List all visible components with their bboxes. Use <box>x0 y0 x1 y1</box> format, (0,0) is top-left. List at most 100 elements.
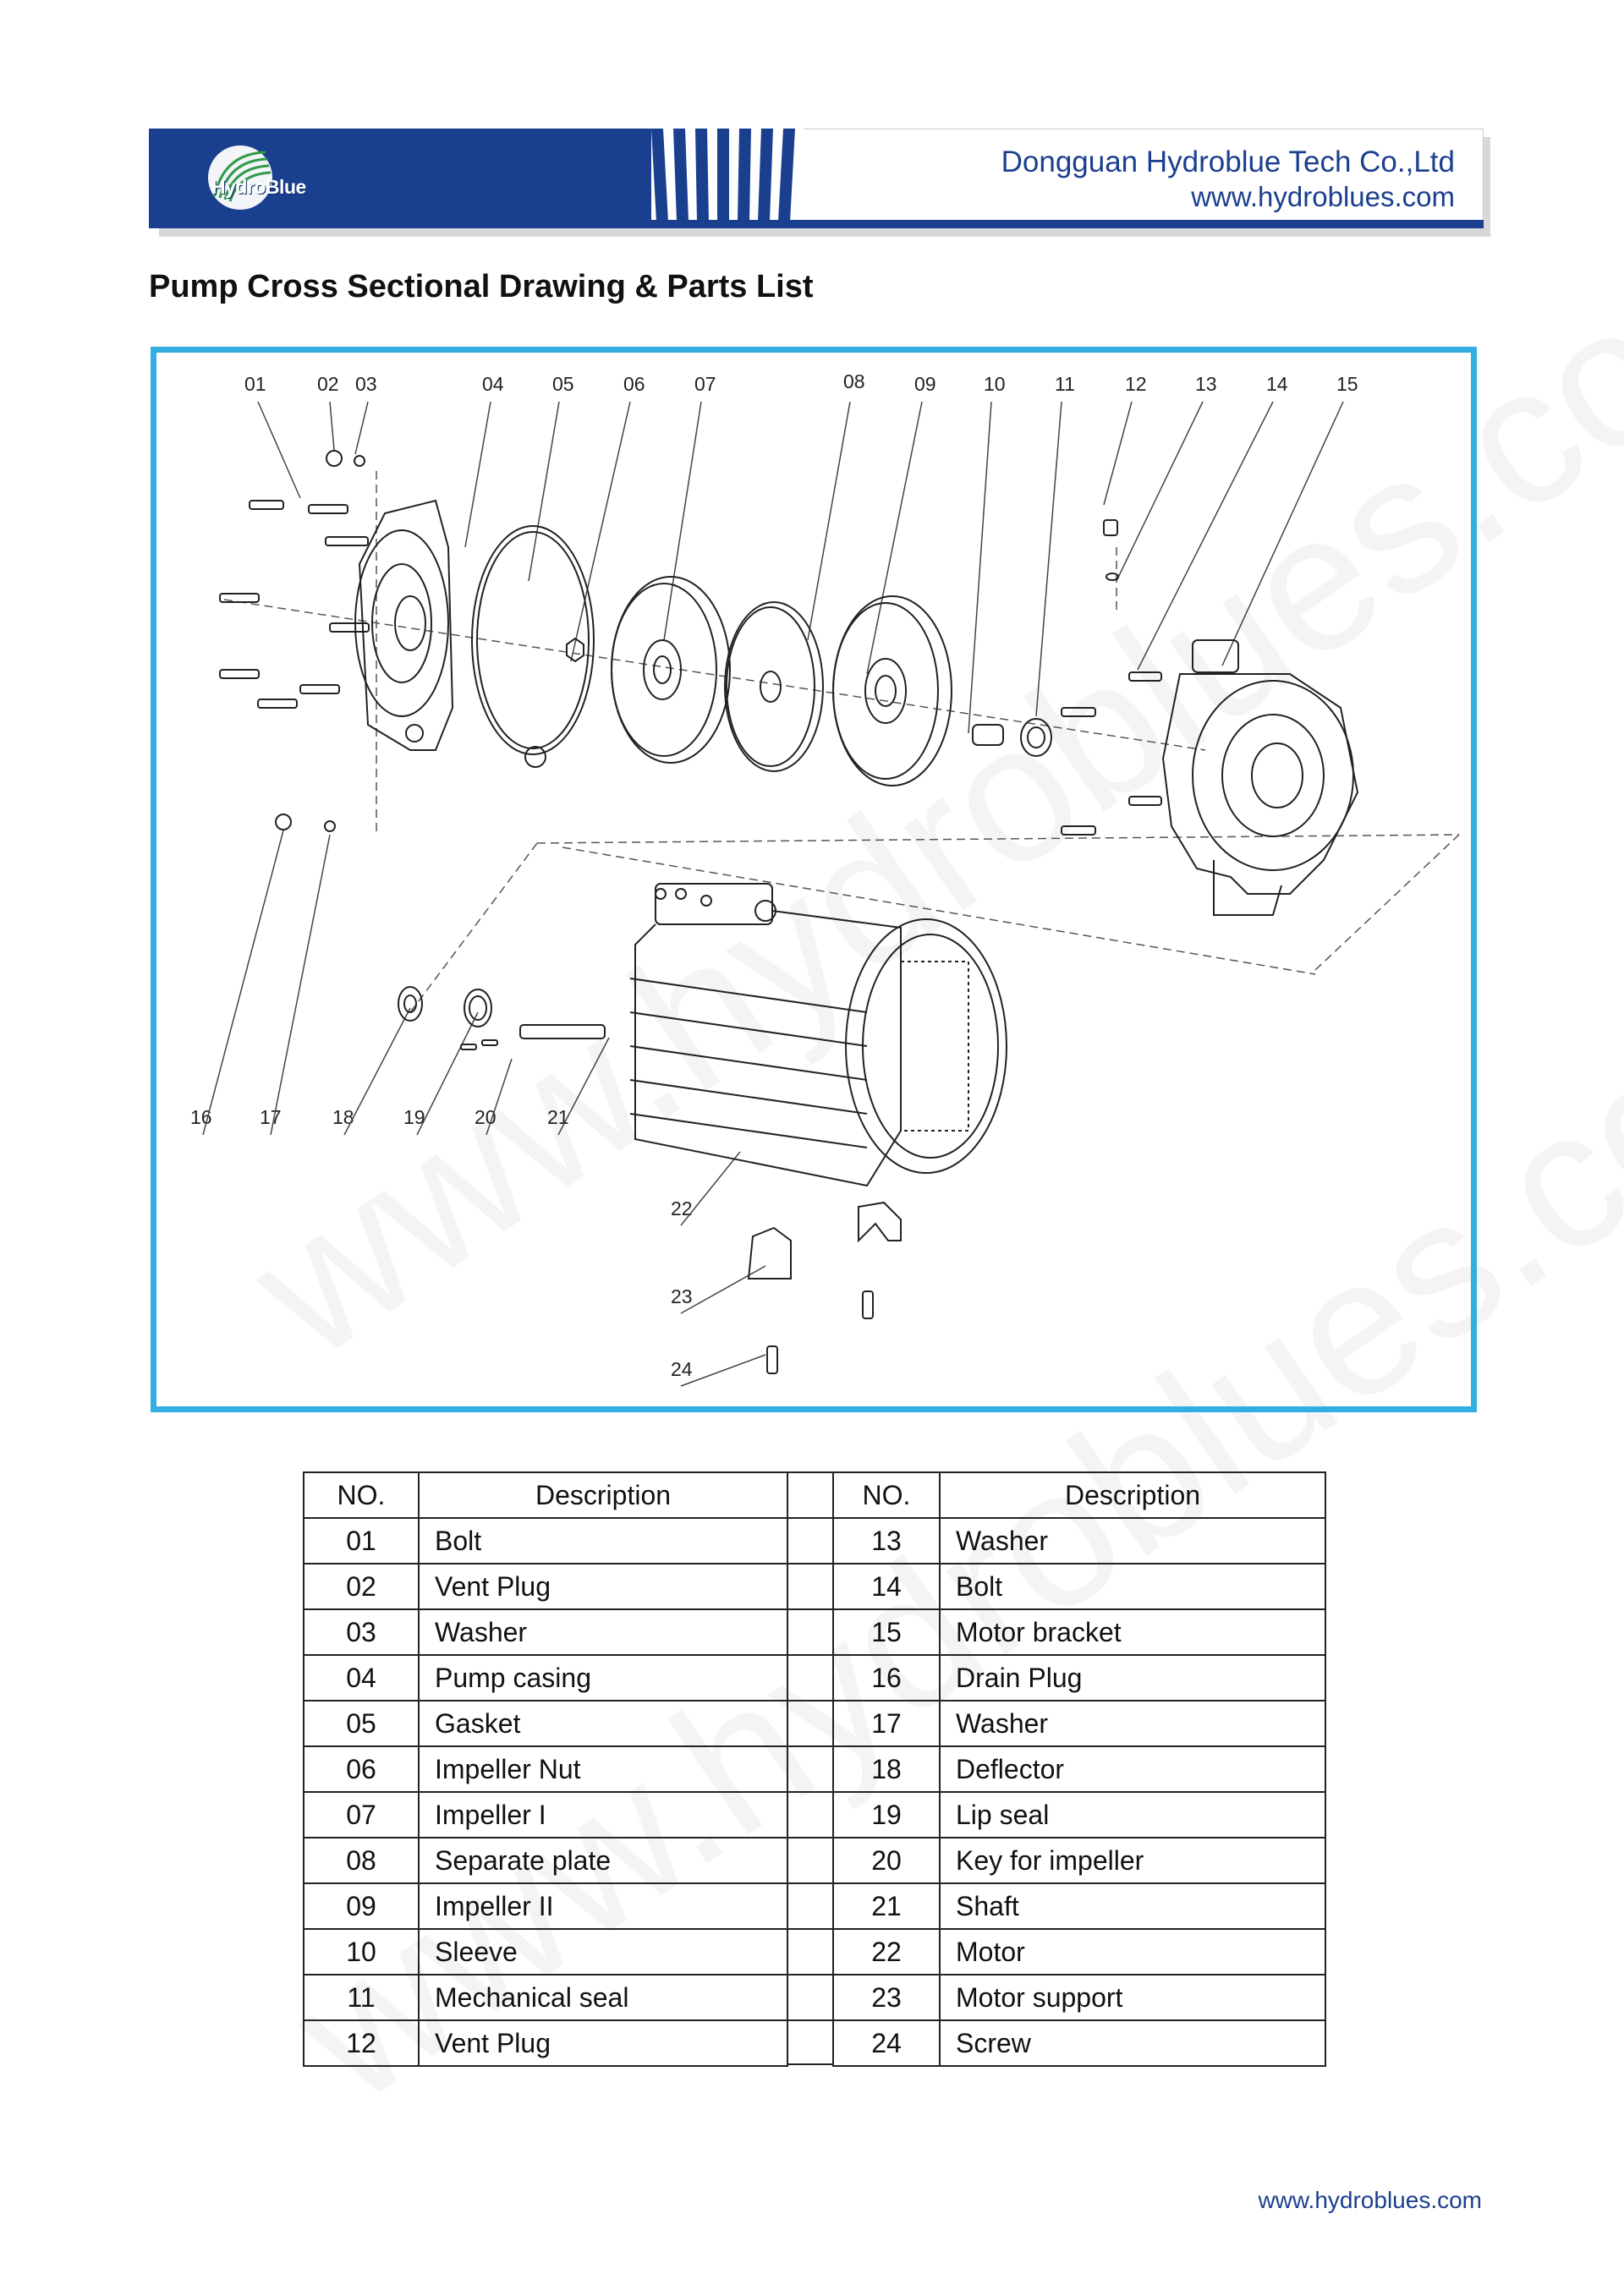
part-number-cell: 22 <box>832 1928 941 1975</box>
part-number-cell: 21 <box>832 1882 941 1930</box>
part-number-cell: 13 <box>832 1517 941 1564</box>
table-divider <box>788 1471 832 2065</box>
callout-label: 03 <box>355 373 377 395</box>
callout-label: 24 <box>671 1358 693 1380</box>
part-number-cell: 14 <box>832 1563 941 1610</box>
part-number-cell: 08 <box>303 1837 420 1884</box>
part-description-cell: Vent Plug <box>418 2019 788 2067</box>
part-number-cell: 04 <box>303 1654 420 1701</box>
column-header-no: NO. <box>832 1471 941 1519</box>
column-header-no: NO. <box>303 1471 420 1519</box>
callout-label: 04 <box>482 373 504 395</box>
part-description-cell: Shaft <box>939 1882 1326 1930</box>
part-description-cell: Impeller II <box>418 1882 788 1930</box>
callout-label: 09 <box>914 373 936 395</box>
part-description-cell: Sleeve <box>418 1928 788 1975</box>
column-header-description: Description <box>939 1471 1326 1519</box>
part-number-cell: 19 <box>832 1791 941 1838</box>
part-description-cell: Key for impeller <box>939 1837 1326 1884</box>
part-description-cell: Pump casing <box>418 1654 788 1701</box>
logo-text: HydroBlue <box>211 176 306 198</box>
part-number-cell: 03 <box>303 1608 420 1656</box>
header-banner: HydroBlue Dongguan Hydroblue Tech Co.,Lt… <box>149 129 1490 237</box>
callout-label: 11 <box>1055 373 1075 395</box>
part-description-cell: Gasket <box>418 1700 788 1747</box>
company-name: Dongguan Hydroblue Tech Co.,Ltd <box>1001 145 1455 178</box>
part-number-cell: 12 <box>303 2019 420 2067</box>
callout-label: 02 <box>317 373 339 395</box>
callout-label: 16 <box>190 1106 212 1128</box>
part-description-cell: Washer <box>939 1517 1326 1564</box>
part-description-cell: Motor bracket <box>939 1608 1326 1656</box>
table-header-row: NO. Description <box>832 1471 1326 1519</box>
callout-label: 01 <box>244 373 266 395</box>
part-description-cell: Deflector <box>939 1745 1326 1793</box>
callout-label: 17 <box>260 1106 282 1128</box>
callout-label: 23 <box>671 1285 693 1307</box>
callout-label: 22 <box>671 1197 693 1219</box>
part-number-cell: 05 <box>303 1700 420 1747</box>
callout-label: 13 <box>1195 373 1217 395</box>
part-number-cell: 17 <box>832 1700 941 1747</box>
part-number-cell: 15 <box>832 1608 941 1656</box>
part-description-cell: Lip seal <box>939 1791 1326 1838</box>
part-description-cell: Impeller Nut <box>418 1745 788 1793</box>
part-description-cell: Mechanical seal <box>418 1974 788 2021</box>
part-description-cell: Bolt <box>418 1517 788 1564</box>
part-description-cell: Washer <box>418 1608 788 1656</box>
stripes-decoration <box>651 129 804 222</box>
part-description-cell: Motor <box>939 1928 1326 1975</box>
callout-label: 18 <box>332 1106 354 1128</box>
part-number-cell: 10 <box>303 1928 420 1975</box>
footer-website-link[interactable]: www.hydroblues.com <box>1258 2187 1482 2213</box>
part-number-cell: 11 <box>303 1974 420 2021</box>
part-description-cell: Separate plate <box>418 1837 788 1884</box>
part-number-cell: 02 <box>303 1563 420 1610</box>
callout-label: 12 <box>1125 373 1147 395</box>
part-number-cell: 06 <box>303 1745 420 1793</box>
callout-label: 07 <box>694 373 716 395</box>
part-description-cell: Impeller I <box>418 1791 788 1838</box>
callout-label: 21 <box>547 1106 569 1128</box>
part-description-cell: Vent Plug <box>418 1563 788 1610</box>
page-title: Pump Cross Sectional Drawing & Parts Lis… <box>149 269 814 304</box>
part-number-cell: 23 <box>832 1974 941 2021</box>
table-header-row: NO. Description <box>303 1471 788 1519</box>
part-number-cell: 24 <box>832 2019 941 2067</box>
part-description-cell: Drain Plug <box>939 1654 1326 1701</box>
callout-label: 06 <box>623 373 645 395</box>
column-header-description: Description <box>418 1471 788 1519</box>
part-number-cell: 09 <box>303 1882 420 1930</box>
part-description-cell: Motor support <box>939 1974 1326 2021</box>
callout-label: 15 <box>1336 373 1358 395</box>
callout-label: 10 <box>984 373 1006 395</box>
part-number-cell: 16 <box>832 1654 941 1701</box>
callout-label: 08 <box>843 370 865 392</box>
website-link[interactable]: www.hydroblues.com <box>1191 181 1455 212</box>
callout-label: 14 <box>1266 373 1288 395</box>
callout-label: 05 <box>552 373 574 395</box>
